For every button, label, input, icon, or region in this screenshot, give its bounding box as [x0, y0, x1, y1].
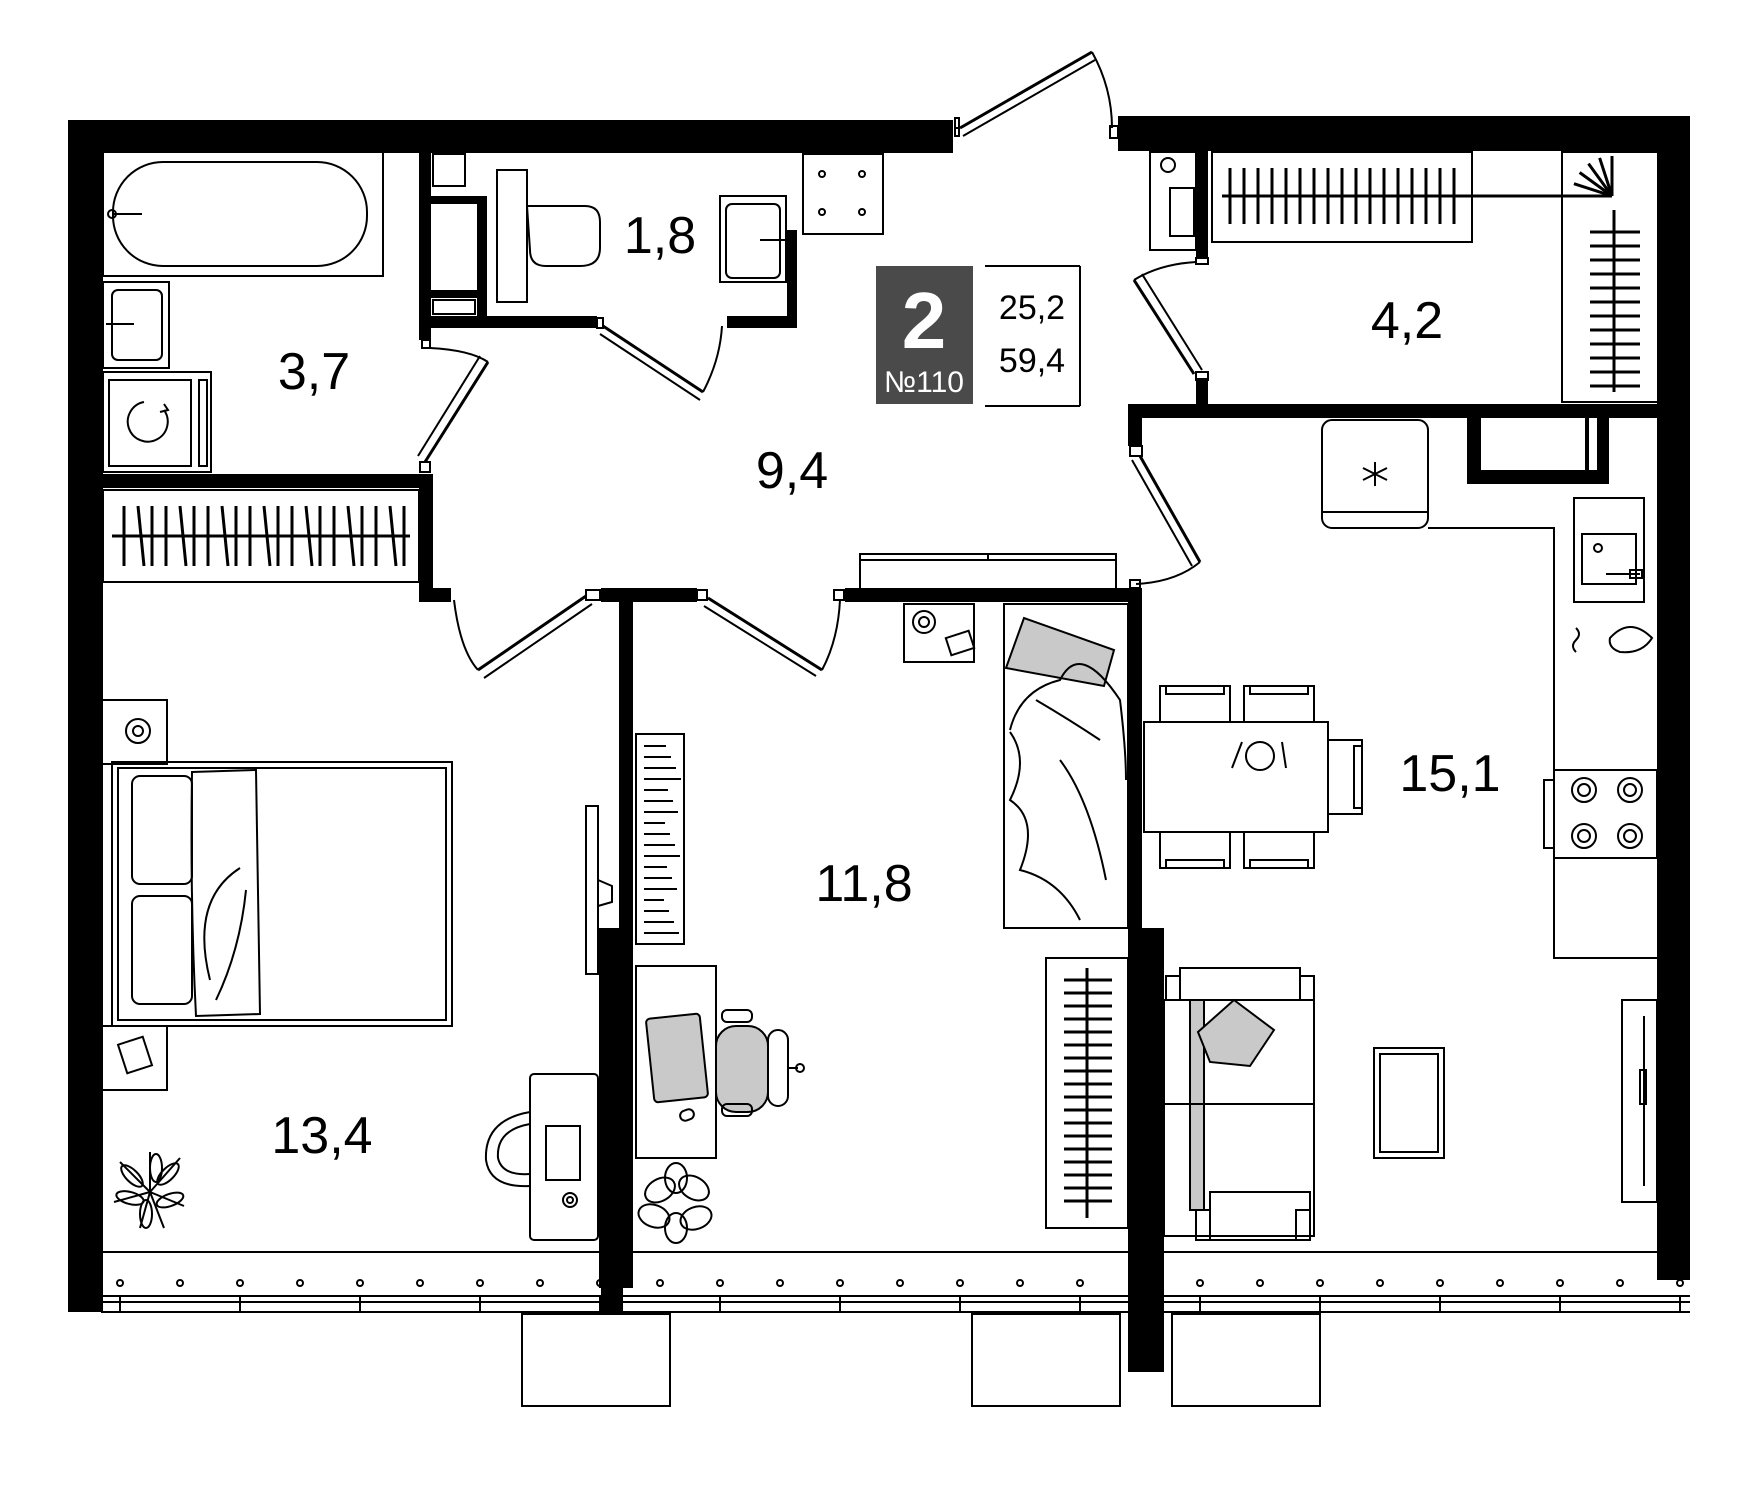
rooms-count: 2	[902, 276, 947, 365]
room-area-bedroom: 13,4	[271, 1107, 372, 1165]
room-area-kitchen: 15,1	[1399, 745, 1500, 803]
tv-icon	[1621, 999, 1658, 1203]
balcony-box	[971, 1313, 1121, 1407]
plant-icon	[637, 1162, 713, 1244]
radiator-icon	[116, 1279, 1684, 1312]
room-area-storage: 4,2	[1371, 292, 1443, 350]
wall-kitchen-shaft-left	[1467, 416, 1481, 482]
wall-bed-study-top	[601, 588, 697, 602]
wall-study-kitchen-base	[1128, 1280, 1164, 1372]
office-chair-icon	[715, 1009, 805, 1117]
storage-door[interactable]	[1132, 257, 1209, 381]
electric-panel-icon	[1169, 187, 1195, 237]
bathtub-icon	[102, 151, 384, 277]
wardrobe-icon	[1572, 156, 1640, 392]
storage-room	[1149, 151, 1659, 403]
wall-bath-toilet	[419, 150, 431, 340]
room-labels: 3,7 1,8 9,4 4,2 13,4 11,8 15,1	[271, 207, 1500, 1165]
wall-study-kitchen-low	[1128, 928, 1164, 1288]
wall-shaft-mid	[431, 290, 485, 298]
dining-table-icon	[1143, 685, 1363, 869]
kitchen-living	[1143, 419, 1658, 1241]
wall-storage-bottom	[1128, 404, 1665, 418]
living-area: 25,2	[999, 289, 1065, 327]
wall-toilet-right	[787, 230, 797, 328]
study-room	[635, 553, 1129, 1244]
stove-icon	[1543, 769, 1658, 859]
wall-storage-left-low	[1196, 378, 1208, 408]
coffee-table-icon	[1373, 1047, 1445, 1159]
windows	[101, 1251, 1690, 1407]
wall-bed-study	[619, 588, 633, 928]
wall-shaft-top	[431, 196, 485, 204]
wall-kitchen-top-stub	[1128, 404, 1142, 446]
wardrobe-icon	[122, 505, 406, 567]
apartment-number: №110	[884, 366, 964, 399]
wall-right-notch	[1657, 374, 1665, 420]
wall-kitchen-shaft-right	[1597, 416, 1609, 484]
balcony-box	[521, 1313, 671, 1407]
wall-toilet-bottom	[419, 316, 597, 328]
study-door[interactable]	[696, 589, 845, 677]
hall-wardrobe	[102, 489, 420, 583]
wall-storage-left	[1196, 150, 1208, 258]
wardrobe-icon	[1222, 168, 1590, 224]
wall-study-kitchen	[1128, 588, 1142, 928]
room-area-bathroom: 3,7	[278, 343, 350, 401]
bedroom	[100, 699, 613, 1241]
plant-icon	[113, 1152, 185, 1229]
wall-toilet-bottom-right	[727, 316, 797, 328]
wall-bedroom-top-stub	[419, 588, 451, 602]
wall-top-right	[1118, 116, 1690, 151]
wall-top-left	[68, 120, 953, 153]
doors	[417, 50, 1209, 679]
room-area-study: 11,8	[815, 855, 912, 913]
bed-icon	[1003, 603, 1129, 929]
bathroom	[102, 151, 476, 473]
bedroom-door[interactable]	[453, 589, 601, 679]
desk-icon	[484, 1073, 599, 1241]
wall-kitchen-shaft-bottom	[1467, 470, 1609, 484]
wall-shaft-right	[477, 196, 487, 316]
room-area-toilet: 1,8	[624, 207, 696, 265]
wall-bed-study-low	[599, 928, 633, 1288]
washing-machine-icon	[102, 371, 212, 473]
wardrobe-icon	[1064, 978, 1112, 1203]
entrance-door[interactable]	[954, 50, 1119, 139]
sink-icon	[1573, 497, 1645, 603]
wall-bath-bottom	[101, 474, 431, 488]
bed-icon	[111, 761, 453, 1027]
wall-left	[68, 120, 103, 1312]
wall-kitchen-shaft-inner	[1585, 416, 1589, 476]
fridge-icon	[1321, 419, 1429, 529]
ventilation-icon	[818, 170, 866, 216]
sink-icon	[102, 281, 170, 369]
balcony-box	[1171, 1313, 1321, 1407]
wall-bedroom-corner	[419, 474, 433, 602]
tv-icon	[585, 805, 599, 975]
sofa-icon	[1163, 967, 1315, 1241]
rooms-count-badge	[876, 266, 973, 404]
apartment-badge: 2 №110 25,2 59,4	[876, 265, 1081, 407]
bookshelf-icon	[635, 733, 685, 945]
wall-study-top	[845, 588, 1142, 602]
room-area-hall: 9,4	[756, 442, 828, 500]
toilet-door[interactable]	[596, 317, 723, 401]
kitchen-door[interactable]	[1129, 445, 1202, 589]
total-area: 59,4	[999, 342, 1065, 380]
walls	[68, 116, 1690, 1372]
toilet-icon	[496, 169, 528, 303]
desk-icon	[635, 965, 717, 1159]
wall-entrance-right	[1118, 116, 1142, 151]
wall-right	[1657, 116, 1690, 1280]
bathroom-door[interactable]	[417, 339, 490, 473]
toilet-room	[496, 153, 884, 303]
